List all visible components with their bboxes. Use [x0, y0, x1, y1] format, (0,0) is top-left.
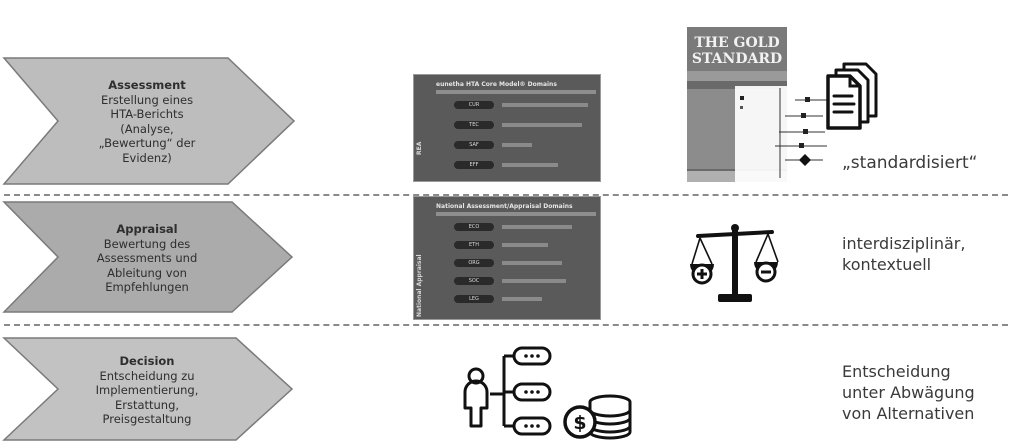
slide1-line-4	[502, 163, 558, 167]
decision-characteristic: Entscheidung unter Abwägung von Alternat…	[842, 362, 975, 423]
chevron-decision: Decision Entscheidung zu Implementierung…	[0, 336, 300, 442]
slide1-line-1	[502, 103, 588, 107]
slide2-line-1	[502, 225, 572, 229]
slide2-pill-2: ETH	[454, 241, 494, 249]
decision-options-money-icon: $	[463, 346, 632, 440]
slide2-pill-1: ECO	[454, 223, 494, 231]
slide2-subheader-bar	[436, 212, 596, 216]
assessment-characteristic: „standardisiert“	[842, 153, 978, 173]
slide1-header: eunetha HTA Core Model® Domains	[436, 81, 557, 88]
slide1-line-2	[502, 123, 582, 127]
slide1-pill-2: TEC	[454, 121, 494, 129]
appraisal-title: Appraisal	[116, 222, 178, 236]
chevron-appraisal: Appraisal Bewertung des Assessments und …	[0, 200, 300, 314]
decision-description: Entscheidung zu Implementierung, Erstatt…	[95, 368, 199, 427]
assessment-description: Erstellung eines HTA-Berichts (Analyse, …	[98, 92, 196, 165]
slide1-side-label: REA	[416, 141, 423, 155]
appraisal-characteristic: interdisziplinär, kontextuell	[842, 234, 966, 274]
national-appraisal-slide: National Assessment/Appraisal Domains Na…	[413, 196, 601, 320]
slide1-pill-1: CUR	[454, 101, 494, 109]
slide1-pill-3: SAF	[454, 141, 494, 149]
slide2-pill-3: ORG	[454, 259, 494, 267]
documents-icon	[826, 62, 878, 130]
assessment-title: Assessment	[108, 78, 186, 92]
chevron-assessment: Assessment Erstellung eines HTA-Berichts…	[0, 56, 300, 186]
hta-core-model-slide: eunetha HTA Core Model® Domains REA CUR …	[413, 74, 601, 182]
slide1-pill-4: EFF	[454, 161, 494, 169]
decision-title: Decision	[119, 354, 175, 368]
cover-subtitle-band	[687, 71, 787, 81]
slide2-pill-5: LEG	[454, 295, 494, 303]
cover-top-band	[687, 27, 787, 79]
divider-2	[4, 324, 1008, 326]
balance-scale-icon	[690, 224, 779, 302]
slide2-line-5	[502, 297, 542, 301]
slide1-line-3	[502, 143, 532, 147]
slide2-line-4	[502, 279, 566, 283]
book-title: THE GOLD STANDARD	[691, 35, 783, 67]
slide2-line-3	[502, 261, 562, 265]
slide1-subheader-bar	[436, 90, 596, 94]
slide2-pill-4: SOC	[454, 277, 494, 285]
divider-1	[4, 194, 1008, 196]
slide2-line-2	[502, 243, 548, 247]
slide2-header: National Assessment/Appraisal Domains	[436, 203, 573, 210]
slide2-side-label: National Appraisal	[416, 254, 423, 317]
svg-text:$: $	[573, 412, 586, 434]
forest-plot-icon	[735, 86, 830, 186]
appraisal-description: Bewertung des Assessments und Ableitung …	[96, 236, 198, 295]
